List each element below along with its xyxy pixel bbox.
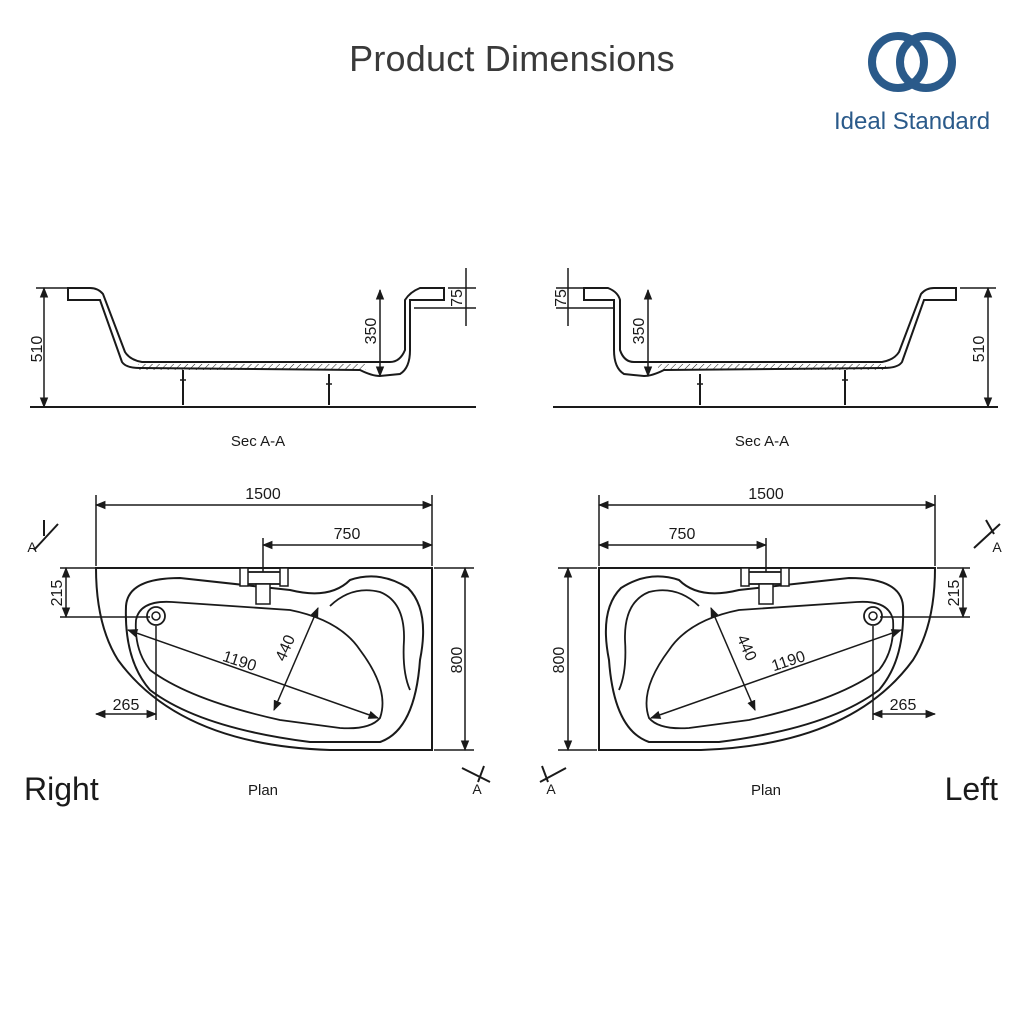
dim-width-label: 800 — [551, 647, 568, 674]
section-caption: Sec A-A — [231, 433, 285, 450]
dim-width-label: 800 — [449, 647, 466, 674]
dim-waste-offset-label: 265 — [113, 697, 140, 714]
tap-fitting — [239, 567, 289, 605]
dim-inner-depth-label: 350 — [363, 318, 380, 345]
plan-right-hand — [33, 495, 491, 783]
interlocking-rings-icon — [868, 32, 956, 92]
dim-inner-depth-label: 350 — [631, 318, 648, 345]
dim-rim-side-label: 215 — [49, 580, 66, 607]
dim-waste-offset-label: 265 — [890, 697, 917, 714]
tap-fitting — [740, 567, 790, 605]
brand-name: Ideal Standard — [834, 108, 991, 135]
dim-tap-offset-label: 750 — [669, 526, 696, 543]
tub-base-hatch — [658, 364, 886, 370]
dim-rim-label: 75 — [553, 289, 570, 307]
dim-length-label: 1500 — [748, 486, 784, 503]
waste-outlet — [146, 606, 166, 626]
dim-overall-height-label: 510 — [971, 336, 988, 363]
section-marker-label: A — [472, 781, 482, 797]
waste-outlet — [863, 606, 883, 626]
section-left — [30, 268, 476, 409]
variant-label-left: Left — [945, 771, 998, 807]
section-marker-label: A — [27, 539, 37, 555]
tub-bowl — [645, 600, 895, 730]
plan-caption: Plan — [751, 782, 781, 799]
section-marker-label: A — [992, 539, 1002, 555]
dim-length-label: 1500 — [245, 486, 281, 503]
dim-rim-side-label: 215 — [946, 580, 963, 607]
dim-tap-offset-label: 750 — [334, 526, 361, 543]
seat-contour — [329, 589, 411, 691]
section-caption: Sec A-A — [735, 433, 789, 450]
section-marker-label: A — [546, 781, 556, 797]
dim-bowl-length-label: 1190 — [770, 648, 808, 675]
tub-profile — [67, 287, 445, 378]
plan-left-hand — [539, 495, 1001, 783]
variant-label-right: Right — [24, 771, 99, 807]
dim-rim-label: 75 — [449, 289, 466, 307]
page-title: Product Dimensions — [349, 38, 675, 79]
plan-caption: Plan — [248, 782, 278, 799]
dim-bowl-width-label: 440 — [733, 633, 759, 664]
brand-logo: Ideal Standard — [826, 30, 1006, 140]
dim-overall-height-label: 510 — [29, 336, 46, 363]
section-right — [553, 268, 998, 409]
dim-bowl-length-label: 1190 — [220, 648, 258, 675]
seat-contour — [618, 589, 700, 691]
tub-base-hatch — [138, 364, 366, 370]
